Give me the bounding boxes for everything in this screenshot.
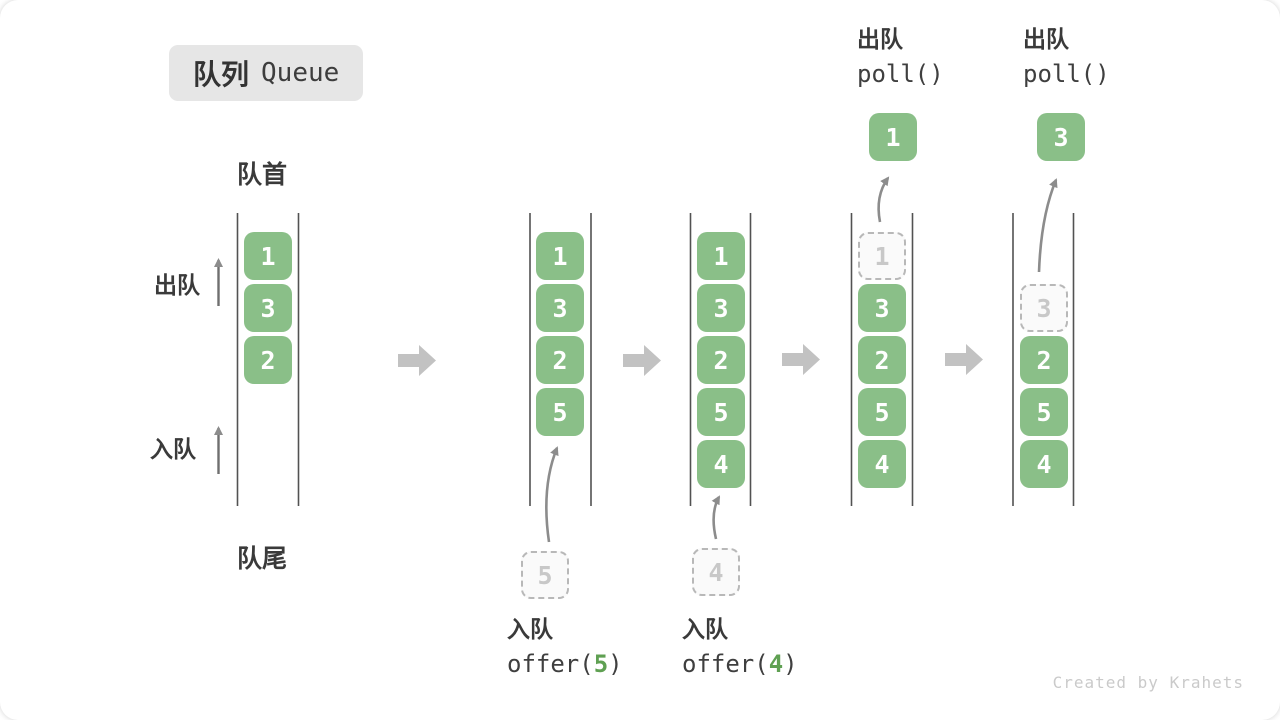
poll2-caption: 出队 poll(): [1023, 26, 1110, 88]
enqueue4-arrow: [711, 495, 721, 540]
queue3-box: 4: [697, 440, 745, 488]
block-arrow-icon: [623, 345, 661, 376]
queue4-box: 3: [858, 284, 906, 332]
watermark: Created by Krahets: [1052, 673, 1244, 692]
block-arrow-icon: [398, 345, 436, 376]
queue5-box: 5: [1020, 388, 1068, 436]
enqueue5-code-label: offer(5): [507, 652, 623, 676]
enqueue4-caption: 入队 offer(4): [682, 616, 798, 677]
queue3-box: 3: [697, 284, 745, 332]
queue4-box: 2: [858, 336, 906, 384]
enqueue5-action-label: 入队: [507, 616, 553, 642]
enqueue4-arg: 4: [768, 650, 784, 678]
title-en: Queue: [261, 58, 340, 88]
enqueue5-arg: 5: [593, 650, 609, 678]
queue1-box: 2: [244, 336, 292, 384]
poll2-arrow: [1037, 178, 1058, 273]
enqueue4-code-label: offer(4): [682, 652, 798, 676]
queue3-incoming-ghost-box: 4: [692, 548, 740, 596]
block-arrow-icon: [782, 344, 820, 375]
block-arrow-icon: [945, 344, 983, 375]
poll1-action-label: 出队: [857, 26, 903, 52]
queue1-box: 3: [244, 284, 292, 332]
enqueue5-caption: 入队 offer(5): [507, 616, 623, 677]
queue3-box: 1: [697, 232, 745, 280]
queue4-box: 5: [858, 388, 906, 436]
queue5-box: 2: [1020, 336, 1068, 384]
queue-walls: [236, 213, 1075, 506]
queue5-box: 4: [1020, 440, 1068, 488]
poll2-code-label: poll(): [1023, 60, 1110, 88]
dequeue-side-label: 出队: [154, 272, 200, 298]
queue3-box: 2: [697, 336, 745, 384]
enqueue5-fn: offer(: [507, 650, 594, 678]
enqueue4-fn-close: ): [783, 650, 798, 678]
queue-rear-label: 队尾: [237, 545, 288, 573]
queue2-box: 1: [536, 232, 584, 280]
enqueue-side-label: 入队: [150, 436, 196, 462]
enqueue5-fn-close: ): [608, 650, 623, 678]
queue3-box: 5: [697, 388, 745, 436]
queue2-box: 3: [536, 284, 584, 332]
queue5-ghost-box: 3: [1020, 284, 1068, 332]
queue1-box: 1: [244, 232, 292, 280]
queue5-popped-box: 3: [1037, 113, 1085, 161]
poll2-action-label: 出队: [1023, 26, 1069, 52]
queue4-ghost-box: 1: [858, 232, 906, 280]
poll1-arrow: [877, 176, 890, 223]
enqueue5-arrow: [545, 446, 559, 543]
queue4-popped-box: 1: [869, 113, 917, 161]
queue2-incoming-ghost-box: 5: [521, 551, 569, 599]
queue2-box: 5: [536, 388, 584, 436]
enqueue4-fn: offer(: [682, 650, 769, 678]
title-badge: 队列 Queue: [169, 45, 364, 101]
queue4-box: 4: [858, 440, 906, 488]
queue-front-label: 队首: [237, 161, 288, 189]
poll1-code-label: poll(): [857, 60, 944, 88]
queue2-box: 2: [536, 336, 584, 384]
poll1-caption: 出队 poll(): [857, 26, 944, 88]
title-zh: 队列: [193, 59, 250, 90]
enqueue4-action-label: 入队: [682, 616, 728, 642]
